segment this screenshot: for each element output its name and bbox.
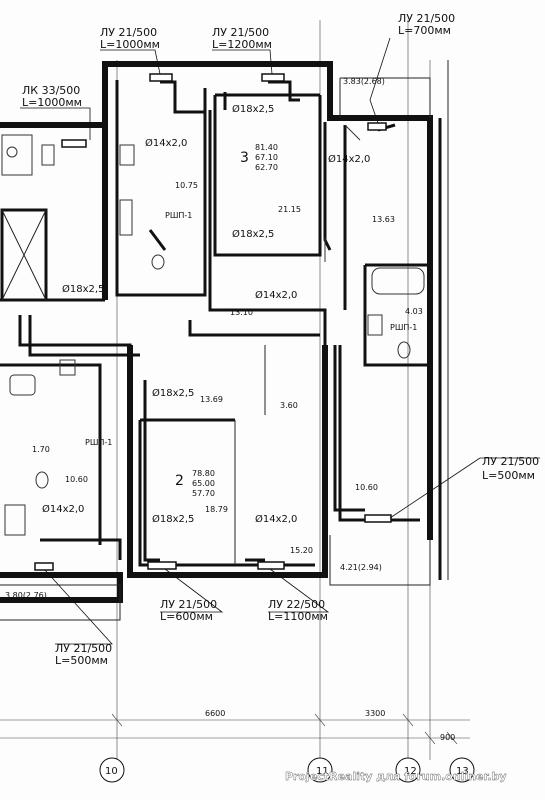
radiator-6 bbox=[147, 561, 177, 570]
room-area-21: 21.15 bbox=[278, 205, 301, 214]
axis-label-11: 11 bbox=[316, 766, 329, 777]
dimension-ticks bbox=[111, 713, 458, 745]
apartment-2-number: 2 bbox=[175, 473, 184, 489]
dimension-900: 900 bbox=[440, 733, 455, 742]
room-area-3-60: 3.60 bbox=[280, 401, 298, 410]
pipe-label-9: Ø18x2,5 bbox=[152, 513, 194, 525]
balcony-label-2: 4.21(2.94) bbox=[340, 563, 382, 572]
apartment-3-number: 3 bbox=[240, 150, 249, 166]
dimension-6600: 6600 bbox=[205, 709, 225, 718]
axis-circle-10 bbox=[99, 757, 125, 783]
room-area-13-63: 13.63 bbox=[372, 215, 395, 224]
device-label-2: РШП-1 bbox=[390, 323, 417, 332]
apartment-3-area-2: 67.10 bbox=[255, 153, 278, 162]
radiator-4-type: ЛК 33/500 bbox=[22, 84, 80, 97]
room-area-18-79: 18.79 bbox=[205, 505, 228, 514]
bathtub bbox=[371, 267, 425, 295]
toilet bbox=[397, 341, 411, 359]
room-area-4-03: 4.03 bbox=[405, 307, 423, 316]
radiator-5 bbox=[34, 562, 54, 571]
axis-label-10: 10 bbox=[105, 766, 118, 777]
radiator-1-type: ЛУ 21/500 bbox=[100, 26, 157, 39]
apartment-2-area-3: 57.70 bbox=[192, 489, 215, 498]
room-area-15-20: 15.20 bbox=[290, 546, 313, 555]
apartment-3-area-1: 81.40 bbox=[255, 143, 278, 152]
radiator-5-length: L=500мм bbox=[55, 654, 108, 667]
room-area-13-10: 13.10 bbox=[230, 308, 253, 317]
pipe-label-1: Ø14x2,0 bbox=[145, 137, 187, 149]
sink bbox=[367, 314, 383, 336]
axis-label-13: 13 bbox=[456, 766, 469, 777]
device-label-3: РШП-1 bbox=[85, 438, 112, 447]
radiator-8-length: L=500мм bbox=[482, 469, 535, 482]
radiator-2-type: ЛУ 21/500 bbox=[212, 26, 269, 39]
leaders bbox=[20, 37, 540, 645]
room-area-10-60-b: 10.60 bbox=[65, 475, 88, 484]
radiator-3-type: ЛУ 21/500 bbox=[398, 12, 455, 25]
radiator-2-length: L=1200мм bbox=[212, 38, 272, 51]
room-area-10-60-a: 10.60 bbox=[355, 483, 378, 492]
radiator-8-type: ЛУ 21/500 bbox=[482, 455, 539, 468]
walls bbox=[0, 60, 449, 621]
labels: ЛУ 21/500 L=1000мм ЛУ 21/500 L=1200мм ЛУ… bbox=[5, 12, 539, 777]
axis-markers bbox=[99, 757, 475, 783]
balcony-label-3: 3.80(2.76) bbox=[5, 591, 47, 600]
watermark: ProjectReality для forum.onliner.by bbox=[285, 770, 507, 783]
pipe-label-10: Ø14x2,0 bbox=[255, 513, 297, 525]
pipe-label-2: Ø18x2,5 bbox=[232, 103, 274, 115]
apartment-2-area-2: 65.00 bbox=[192, 479, 215, 488]
pipe-label-3: Ø14x2,0 bbox=[328, 153, 370, 165]
radiator-3 bbox=[367, 122, 387, 131]
radiator-4 bbox=[61, 139, 87, 148]
radiator-7 bbox=[257, 561, 285, 570]
apartment-3-area-3: 62.70 bbox=[255, 163, 278, 172]
fixtures bbox=[1, 124, 425, 536]
room-area-10-75: 10.75 bbox=[175, 181, 198, 190]
radiators bbox=[34, 73, 392, 571]
pipe-label-4: Ø18x2,5 bbox=[232, 228, 274, 240]
radiator-6-type: ЛУ 21/500 bbox=[160, 598, 217, 611]
pipe-label-7: Ø18x2,5 bbox=[152, 387, 194, 399]
radiator-1-length: L=1000мм bbox=[100, 38, 160, 51]
radiator-2 bbox=[261, 73, 285, 82]
dimension-3300: 3300 bbox=[365, 709, 385, 718]
radiator-8 bbox=[364, 514, 392, 523]
pipe-label-6: Ø14x2,0 bbox=[255, 289, 297, 301]
radiator-6-length: L=600мм bbox=[160, 610, 213, 623]
pipe-label-5: Ø18x2,5 bbox=[62, 283, 104, 295]
room-area-1-70: 1.70 bbox=[32, 445, 50, 454]
balcony-label-1: 3.83(2.68) bbox=[343, 77, 385, 86]
axis-label-12: 12 bbox=[404, 766, 417, 777]
radiator-7-length: L=1100мм bbox=[268, 610, 328, 623]
apartment-2-area-1: 78.80 bbox=[192, 469, 215, 478]
device-label-1: РШП-1 bbox=[165, 211, 192, 220]
radiator-1 bbox=[149, 73, 173, 82]
radiator-5-type: ЛУ 21/500 bbox=[55, 642, 112, 655]
axis-circle-11 bbox=[307, 757, 333, 783]
radiator-4-length: L=1000мм bbox=[22, 96, 82, 109]
axis-circle-13 bbox=[449, 757, 475, 783]
axis-circle-12 bbox=[395, 757, 421, 783]
radiator-7-type: ЛУ 22/500 bbox=[268, 598, 325, 611]
pipe-label-8: Ø14x2,0 bbox=[42, 503, 84, 515]
room-area-13-69: 13.69 bbox=[200, 395, 223, 404]
radiator-3-length: L=700мм bbox=[398, 24, 451, 37]
